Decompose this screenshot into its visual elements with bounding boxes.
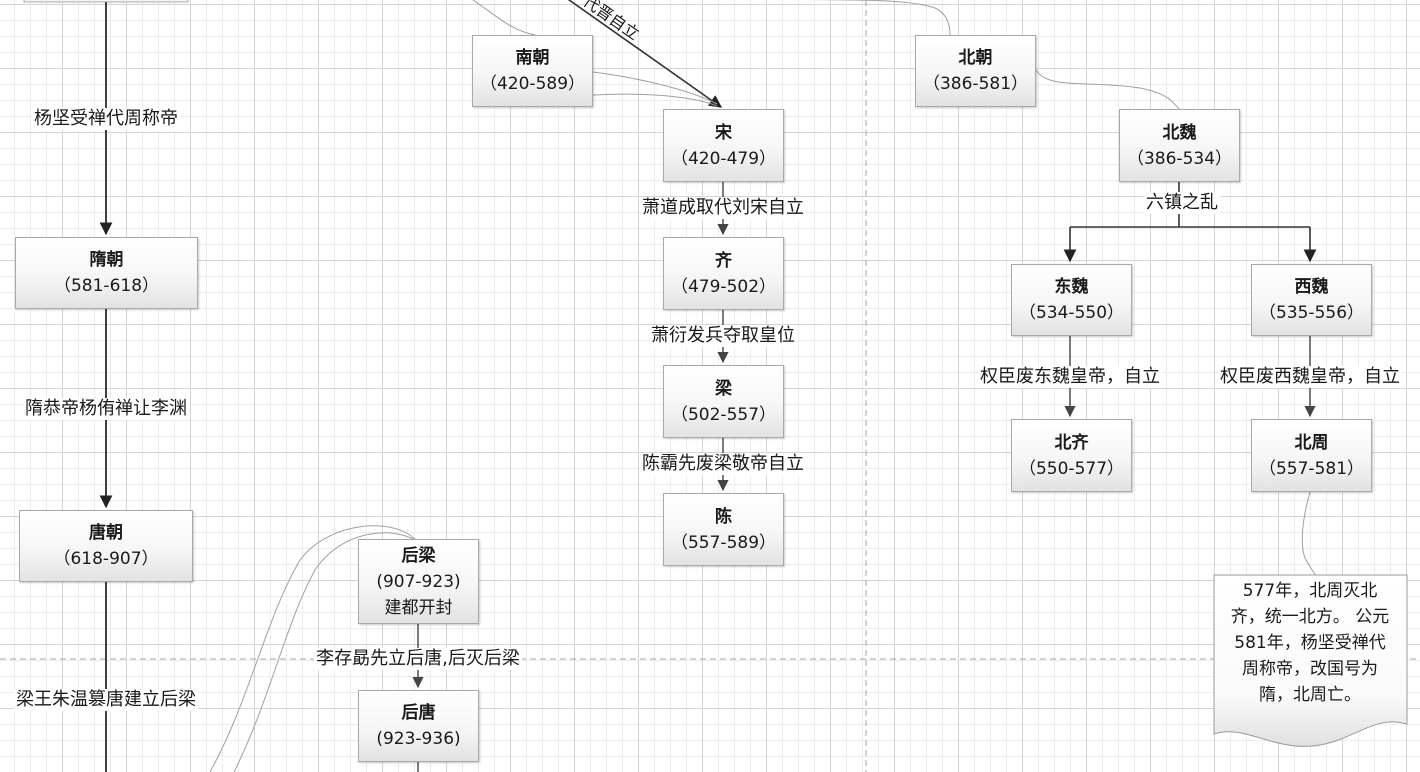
connector-jin-song xyxy=(567,0,723,108)
node-houtang-name: 后唐 xyxy=(401,703,436,723)
curve-nanchao-song-2 xyxy=(592,93,718,107)
node-beiwei-years: （386-534） xyxy=(1126,148,1233,169)
curve-nanchao-song-1 xyxy=(592,71,718,105)
node-beizhou-years: （557-581） xyxy=(1258,458,1365,479)
label-xiaoyan: 萧衍发兵夺取皇位 xyxy=(649,325,797,347)
node-houliang-name: 后梁 xyxy=(401,545,436,566)
node-beiwei-name: 北魏 xyxy=(1162,122,1197,143)
note-line-5: 隋，北周亡。 xyxy=(1259,685,1361,705)
label-xiaodaocheng: 萧道成取代刘宋自立 xyxy=(640,197,806,219)
label-xiwei-fei: 权臣废西魏皇帝，自立 xyxy=(1218,366,1402,388)
curve-beichao-top xyxy=(807,0,951,36)
node-liang-years: （502-557） xyxy=(670,404,777,425)
label-dongwei-fei: 权臣废东魏皇帝，自立 xyxy=(978,366,1162,388)
node-sui-name: 隋朝 xyxy=(89,250,124,270)
label-zhuwen: 梁王朱温篡唐建立后梁 xyxy=(14,689,198,711)
node-chen-name: 陈 xyxy=(715,506,732,527)
node-beichao-years: （386-581） xyxy=(922,74,1029,94)
node-song[interactable]: 宋 （420-479） xyxy=(663,109,784,182)
node-xiwei-name: 西魏 xyxy=(1294,277,1329,297)
node-nanchao-name: 南朝 xyxy=(515,48,550,68)
node-tang[interactable]: 唐朝 （618-907） xyxy=(19,510,193,582)
node-houtang[interactable]: 后唐 (923-936) xyxy=(358,690,479,762)
note-line-3: 581年，杨坚受禅代 xyxy=(1234,633,1386,653)
node-tang-name: 唐朝 xyxy=(89,523,123,543)
node-liang-name: 梁 xyxy=(715,378,732,399)
node-xiwei-years: （535-556） xyxy=(1258,303,1365,323)
node-dongwei-years: （534-550） xyxy=(1018,303,1125,323)
note-line-2: 齐，统一北方。 公元 xyxy=(1230,607,1390,627)
node-beiqi-years: （550-577） xyxy=(1018,458,1125,479)
node-sui-years: （581-618） xyxy=(53,276,160,296)
node-chen[interactable]: 陈 （557-589） xyxy=(663,493,784,566)
node-houtang-years: (923-936) xyxy=(376,729,461,749)
partial-box-top xyxy=(23,0,189,3)
note-line-4: 周称帝，改国号为 xyxy=(1242,659,1378,679)
node-qi-years: （479-502） xyxy=(670,276,777,297)
node-liang[interactable]: 梁 （502-557） xyxy=(663,365,784,438)
node-dongwei-name: 东魏 xyxy=(1054,277,1089,297)
node-sui[interactable]: 隋朝 （581-618） xyxy=(15,237,198,309)
node-chen-years: （557-589） xyxy=(670,532,777,553)
label-yangjian: 杨坚受禅代周称帝 xyxy=(32,108,180,130)
node-beizhou-name: 北周 xyxy=(1294,432,1329,453)
label-liuzhen: 六镇之乱 xyxy=(1144,192,1220,214)
label-licunxu: 李存勗先立后唐,后灭后梁 xyxy=(314,648,522,670)
node-houliang-years: (907-923) xyxy=(376,571,461,592)
node-houliang[interactable]: 后梁 (907-923) 建都开封 xyxy=(358,539,479,624)
curve-nanchao-top xyxy=(472,0,536,36)
node-beiwei[interactable]: 北魏 （386-534） xyxy=(1119,109,1240,182)
node-tang-years: （618-907） xyxy=(53,549,159,569)
curve-beizhou-note xyxy=(1301,491,1317,577)
node-nanchao[interactable]: 南朝 （420-589） xyxy=(472,35,593,107)
node-beichao-name: 北朝 xyxy=(958,48,993,68)
note-line-1: 577年，北周灭北 xyxy=(1242,581,1378,601)
node-song-years: （420-479） xyxy=(670,148,777,169)
note-text: 577年，北周灭北 齐，统一北方。 公元 581年，杨坚受禅代 周称帝，改国号为… xyxy=(1213,574,1407,746)
node-houliang-capital: 建都开封 xyxy=(384,597,453,618)
node-xiwei[interactable]: 西魏 （535-556） xyxy=(1251,264,1372,336)
label-suigong: 隋恭帝杨侑禅让李渊 xyxy=(23,398,189,420)
node-nanchao-years: （420-589） xyxy=(479,74,586,94)
node-qi[interactable]: 齐 （479-502） xyxy=(663,237,784,310)
curve-to-houliang-2 xyxy=(233,532,426,772)
node-beichao[interactable]: 北朝 （386-581） xyxy=(915,35,1036,107)
node-beiqi-name: 北齐 xyxy=(1054,432,1089,453)
node-beiqi[interactable]: 北齐 （550-577） xyxy=(1011,419,1132,492)
curve-beichao-beiwei xyxy=(1035,69,1181,111)
node-song-name: 宋 xyxy=(715,122,732,143)
node-dongwei[interactable]: 东魏 （534-550） xyxy=(1011,264,1132,336)
curve-to-houliang-1 xyxy=(209,525,421,772)
node-qi-name: 齐 xyxy=(715,250,732,271)
node-beizhou[interactable]: 北周 （557-581） xyxy=(1251,419,1372,492)
label-chenbaxian: 陈霸先废梁敬帝自立 xyxy=(640,453,806,475)
note-document-shape xyxy=(1213,574,1408,747)
